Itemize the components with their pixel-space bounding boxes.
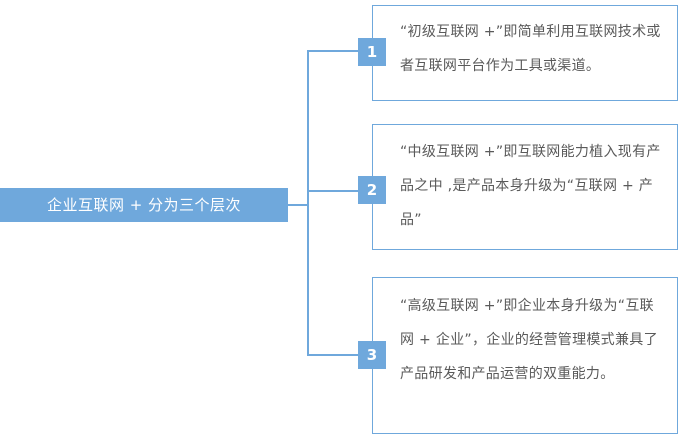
item-one-number-badge: 1	[358, 38, 386, 66]
item-box-two[interactable]: “中级互联网 +”即互联网能力植入现有产品之中 ,是产品本身升级为“互联网 + …	[372, 124, 678, 250]
connector-root-stub	[288, 204, 309, 206]
item-three-text: “高级互联网 +”即企业本身升级为“互联网 + 企业”，企业的经营管理模式兼具了…	[400, 298, 658, 382]
item-two-number: 2	[366, 180, 378, 199]
connector-trunk	[307, 50, 309, 356]
item-box-one[interactable]: “初级互联网 +”即简单利用互联网技术或者互联网平台作为工具或渠道。	[372, 5, 678, 101]
connector-branch-one	[307, 50, 369, 52]
item-three-number-badge: 3	[358, 341, 386, 369]
root-node-label: 企业互联网 + 分为三个层次	[46, 195, 242, 214]
connector-branch-two	[307, 190, 369, 192]
item-box-three[interactable]: “高级互联网 +”即企业本身升级为“互联网 + 企业”，企业的经营管理模式兼具了…	[372, 277, 678, 434]
item-one-text: “初级互联网 +”即简单利用互联网技术或者互联网平台作为工具或渠道。	[400, 24, 661, 74]
item-one-number: 1	[366, 42, 378, 61]
item-two-text: “中级互联网 +”即互联网能力植入现有产品之中 ,是产品本身升级为“互联网 + …	[400, 144, 661, 228]
item-three-number: 3	[366, 345, 378, 364]
item-two-number-badge: 2	[358, 176, 386, 204]
root-node[interactable]: 企业互联网 + 分为三个层次	[0, 188, 288, 222]
connector-branch-three	[307, 354, 369, 356]
